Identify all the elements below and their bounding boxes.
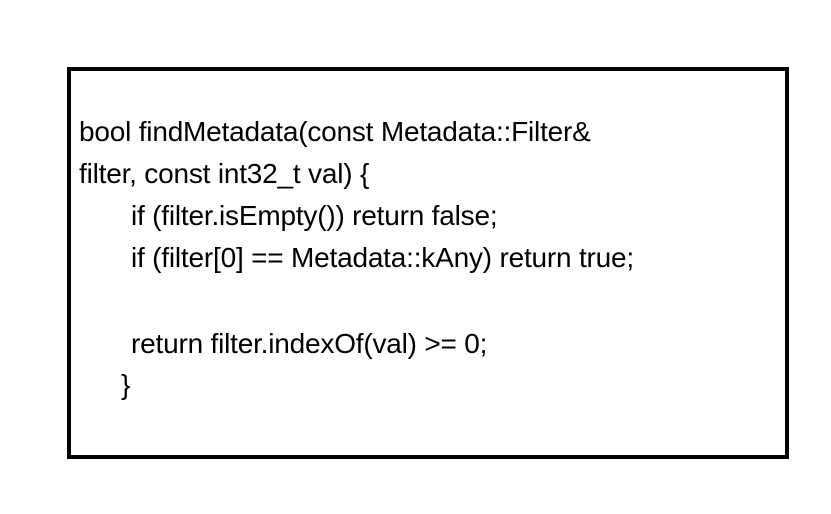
code-line-any-check: if (filter[0] == Metadata::kAny) return … xyxy=(131,242,634,273)
code-line-signature-2: filter, const int32_t val) { xyxy=(79,158,370,189)
code-line-return: return filter.indexOf(val) >= 0; xyxy=(131,328,488,359)
code-snippet-box: bool findMetadata(const Metadata::Filter… xyxy=(67,67,789,459)
code-line-signature-1: bool findMetadata(const Metadata::Filter… xyxy=(79,116,591,147)
code-line-closing-brace: } xyxy=(121,369,131,400)
code-line-empty-check: if (filter.isEmpty()) return false; xyxy=(131,200,498,231)
